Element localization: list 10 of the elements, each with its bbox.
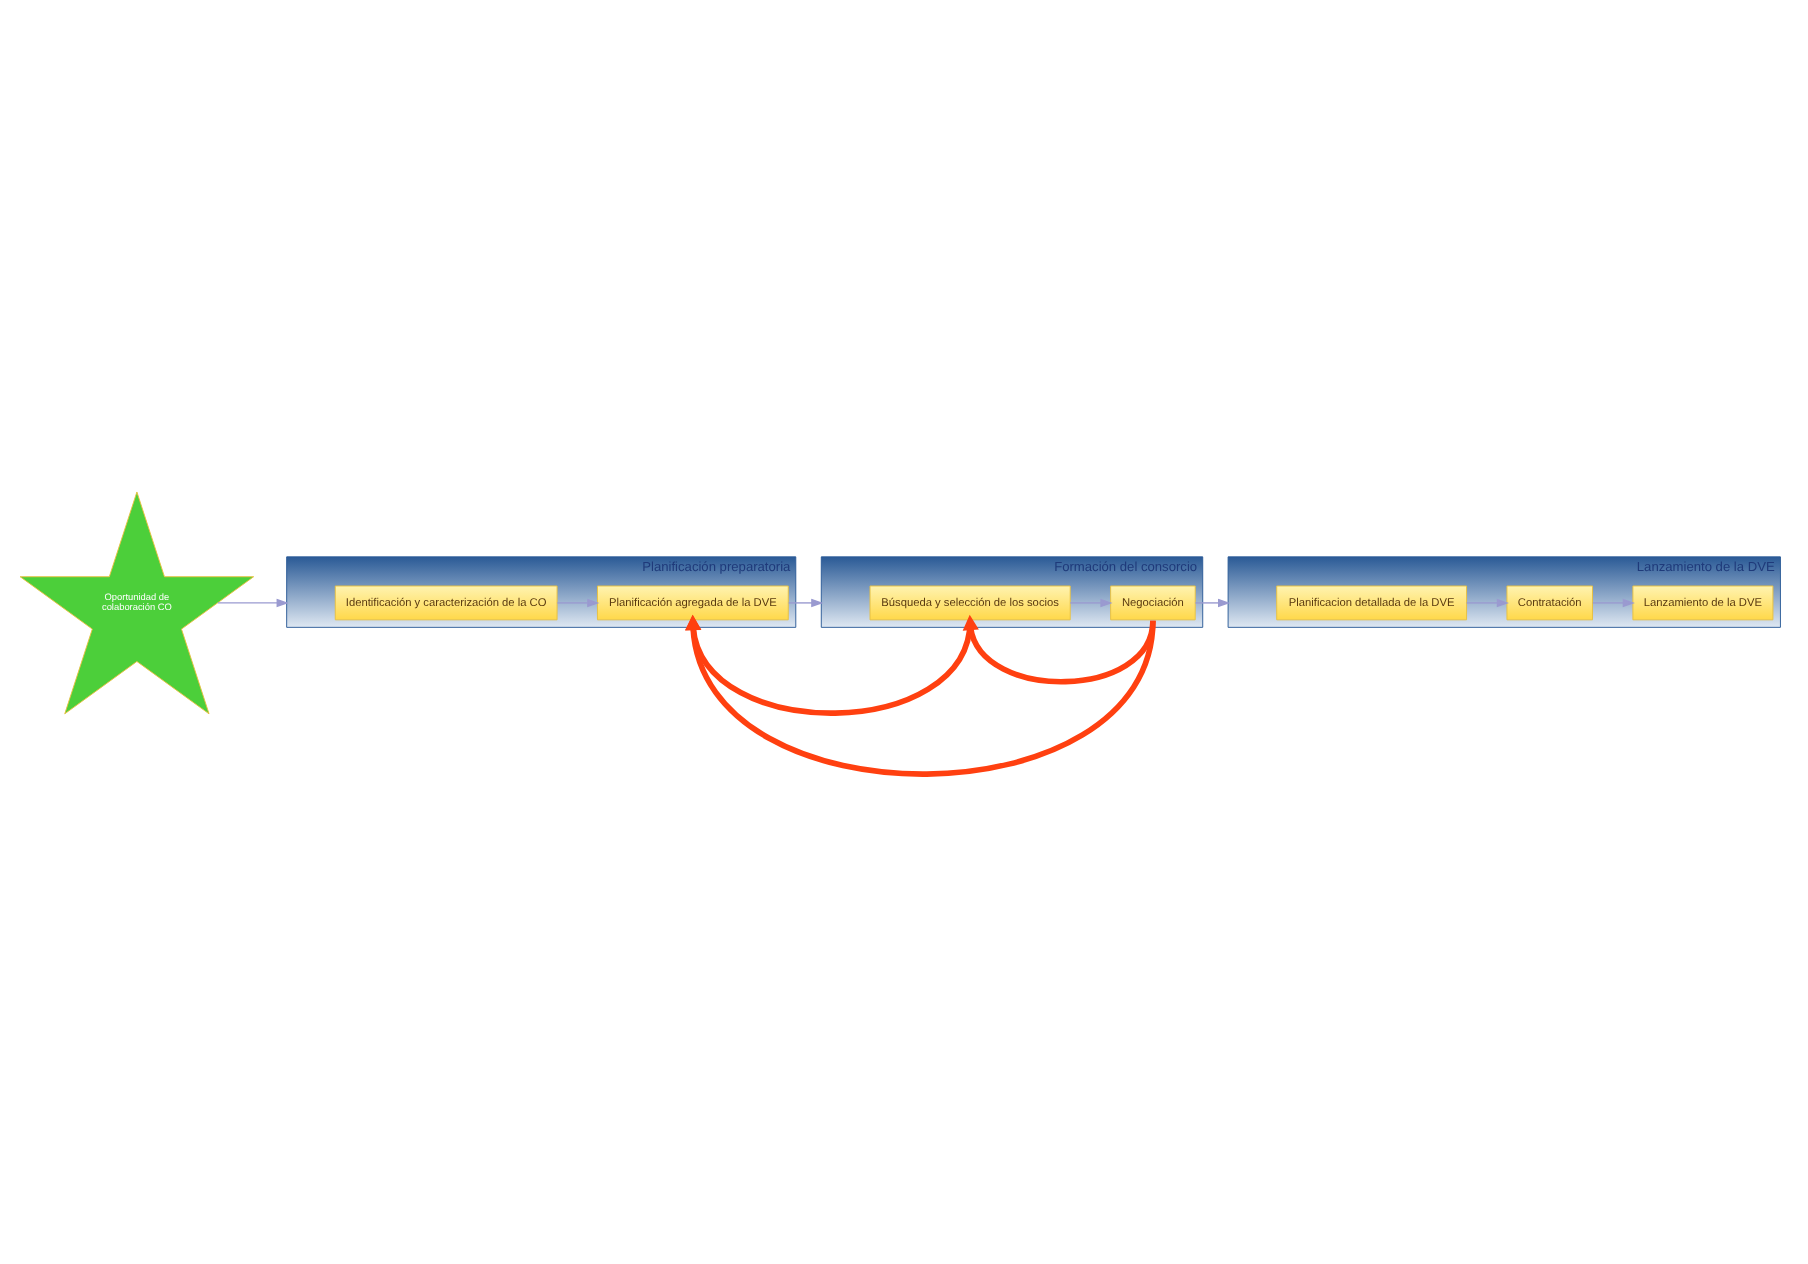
arrow [685,613,1156,776]
arrow [787,597,824,607]
arrow [1194,597,1231,607]
arrow [1465,597,1509,607]
arrow [685,613,973,715]
arrow [1592,597,1635,607]
arrow [556,597,600,607]
arrow [1069,597,1113,607]
arrow [217,597,289,607]
arrow [962,613,1156,684]
